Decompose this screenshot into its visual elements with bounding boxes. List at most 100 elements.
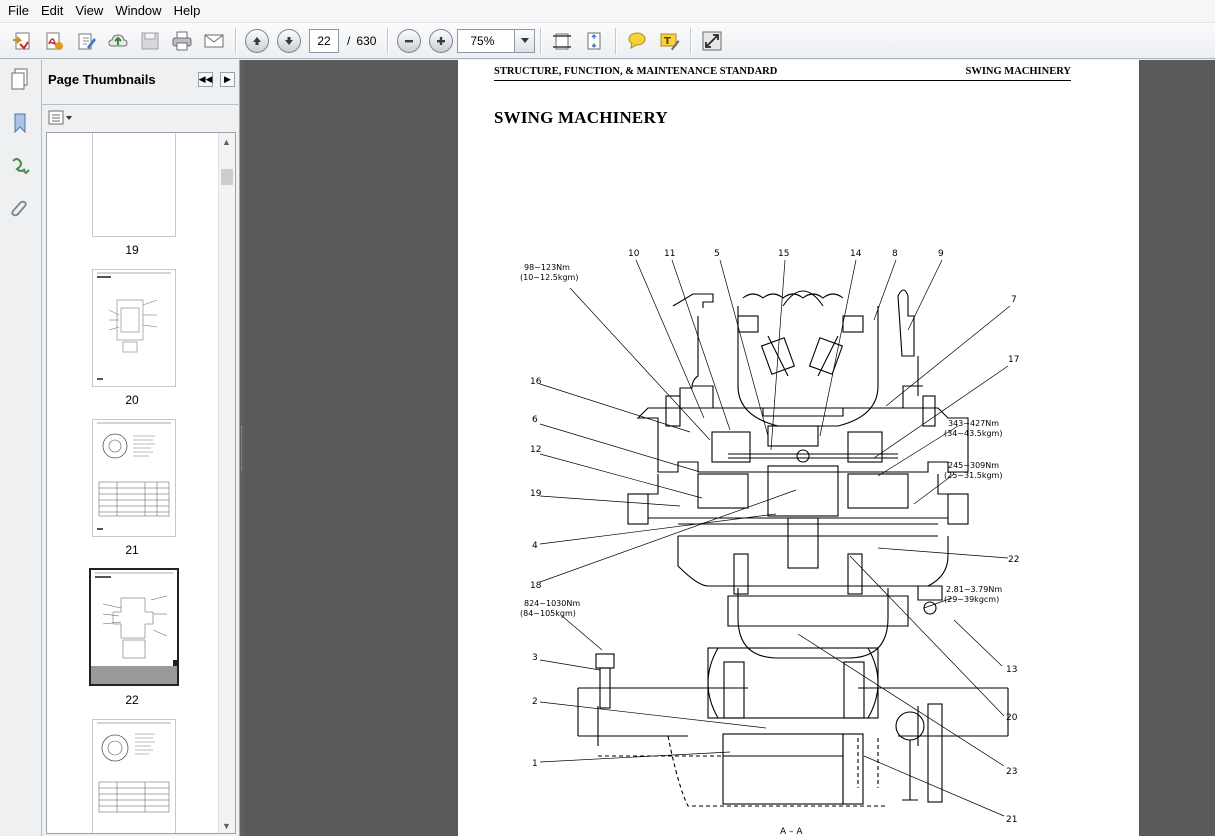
page-thumbnails-icon[interactable] (5, 64, 35, 94)
toolbar-separator (615, 27, 617, 54)
signatures-icon[interactable] (5, 152, 35, 182)
fit-width-icon[interactable] (549, 28, 575, 54)
chevron-right-icon: ▶ (224, 74, 231, 84)
create-pdf-icon[interactable] (9, 28, 35, 54)
acrobat-icon[interactable] (41, 28, 67, 54)
swing-machinery-drawing: 98~123Nm (10~12.5kgm) 343~427Nm (34~43.5… (520, 249, 1019, 836)
torque-label: 2.81~3.79Nm (946, 585, 1002, 594)
panel-divider (42, 104, 240, 105)
callout-label: 20 (1006, 713, 1018, 723)
callout-label: 19 (530, 489, 542, 499)
header-rule (494, 80, 1071, 81)
chevron-down-icon (520, 38, 529, 43)
menu-bar: File Edit View Window Help (0, 0, 1215, 22)
attachments-icon[interactable] (5, 194, 35, 224)
zoom-level-field[interactable]: 75% (457, 28, 516, 53)
thumbnail-list: 19 20 (46, 132, 236, 834)
zoom-out-icon[interactable] (396, 28, 422, 54)
callout-label: 7 (1011, 295, 1017, 305)
total-pages: 630 (356, 33, 377, 48)
torque-label: (29~39kgcm) (944, 595, 999, 604)
page-up-icon[interactable] (244, 28, 270, 54)
comment-icon[interactable] (624, 28, 650, 54)
zoom-in-icon[interactable] (428, 28, 454, 54)
callout-label: 6 (532, 415, 538, 425)
callout-label: 5 (714, 249, 720, 259)
thumbnail-view-box[interactable] (91, 666, 177, 684)
panel-title: Page Thumbnails (48, 72, 156, 87)
callout-label: 15 (778, 249, 789, 259)
callout-label: 16 (530, 377, 542, 387)
toolbar-separator (387, 27, 389, 54)
navigation-rail (0, 60, 42, 836)
callout-label: 1 (532, 759, 538, 769)
list-options-icon (48, 110, 72, 125)
menu-window[interactable]: Window (115, 3, 162, 18)
page-header-left: STRUCTURE, FUNCTION, & MAINTENANCE STAND… (494, 66, 778, 77)
panel-splitter[interactable] (240, 60, 244, 836)
zoom-dropdown-button[interactable] (515, 28, 536, 53)
thumbnail-resize-handle[interactable] (173, 660, 179, 666)
collapse-panel-button[interactable]: ◀◀ (198, 72, 213, 87)
panel-next-button[interactable]: ▶ (220, 72, 235, 87)
menu-file[interactable]: File (8, 3, 29, 18)
torque-label: 98~123Nm (524, 263, 570, 272)
callout-label: 2 (532, 697, 538, 707)
full-screen-icon[interactable] (699, 28, 725, 54)
toolbar-separator (690, 27, 692, 54)
scroll-up-icon[interactable]: ▲ (222, 137, 231, 147)
thumbnail-label: 21 (125, 543, 139, 557)
thumbnail-scrollbar[interactable]: ▲ ▼ (218, 133, 235, 833)
page-number-input[interactable]: 22 (309, 28, 339, 53)
thumbnail-page-22[interactable] (89, 568, 179, 686)
menu-view[interactable]: View (75, 3, 104, 18)
menu-edit[interactable]: Edit (40, 3, 64, 18)
page-separator: / (347, 33, 351, 48)
splitter-grip[interactable] (241, 426, 243, 470)
torque-label: (10~12.5kgm) (520, 273, 578, 282)
callout-label: 18 (530, 581, 542, 591)
page-down-icon[interactable] (276, 28, 302, 54)
double-chevron-left-icon: ◀◀ (198, 74, 213, 84)
thumbnail-options-button[interactable] (48, 110, 74, 126)
section-label: A – A (780, 827, 803, 836)
edit-icon[interactable] (73, 28, 99, 54)
torque-label: (25~31.5kgm) (944, 471, 1002, 480)
callout-label: 13 (1006, 665, 1017, 675)
print-icon[interactable] (169, 28, 195, 54)
callout-label: 11 (664, 249, 675, 259)
fit-page-icon[interactable] (581, 28, 607, 54)
bookmarks-icon[interactable] (5, 108, 35, 138)
svg-text:T: T (664, 36, 671, 47)
thumbnail-label: 22 (125, 693, 139, 707)
callout-label: 17 (1008, 355, 1019, 365)
pdf-page: STRUCTURE, FUNCTION, & MAINTENANCE STAND… (458, 60, 1139, 836)
callout-label: 22 (1008, 555, 1019, 565)
thumbnail-page-21[interactable] (92, 419, 176, 537)
thumbnail-page-20[interactable] (92, 269, 176, 387)
cloud-upload-icon[interactable] (105, 28, 131, 54)
document-view: STRUCTURE, FUNCTION, & MAINTENANCE STAND… (244, 60, 1215, 836)
page-title: SWING MACHINERY (494, 108, 668, 127)
callout-label: 21 (1006, 815, 1017, 825)
torque-label: (34~43.5kgm) (944, 429, 1002, 438)
menu-help[interactable]: Help (173, 3, 201, 18)
save-icon[interactable] (137, 28, 163, 54)
thumbnail-page-19[interactable] (92, 133, 176, 237)
email-icon[interactable] (201, 28, 227, 54)
scroll-down-icon[interactable]: ▼ (222, 821, 231, 831)
torque-label: 824~1030Nm (524, 599, 580, 608)
thumbnail-page-23[interactable] (92, 719, 176, 833)
thumbnails-panel: Page Thumbnails ◀◀ ▶ 19 20 (42, 60, 240, 836)
scroll-thumb[interactable] (221, 169, 233, 185)
thumbnail-label: 19 (125, 243, 139, 257)
callout-label: 10 (628, 249, 640, 259)
callout-label: 12 (530, 445, 541, 455)
callout-label: 3 (532, 653, 538, 663)
highlight-icon[interactable]: T (656, 28, 682, 54)
callout-label: 23 (1006, 767, 1017, 777)
callout-label: 8 (892, 249, 898, 259)
toolbar: 22 / 630 75% T (0, 22, 1215, 59)
page-header-right: SWING MACHINERY (965, 66, 1071, 77)
callout-label: 4 (532, 541, 538, 551)
